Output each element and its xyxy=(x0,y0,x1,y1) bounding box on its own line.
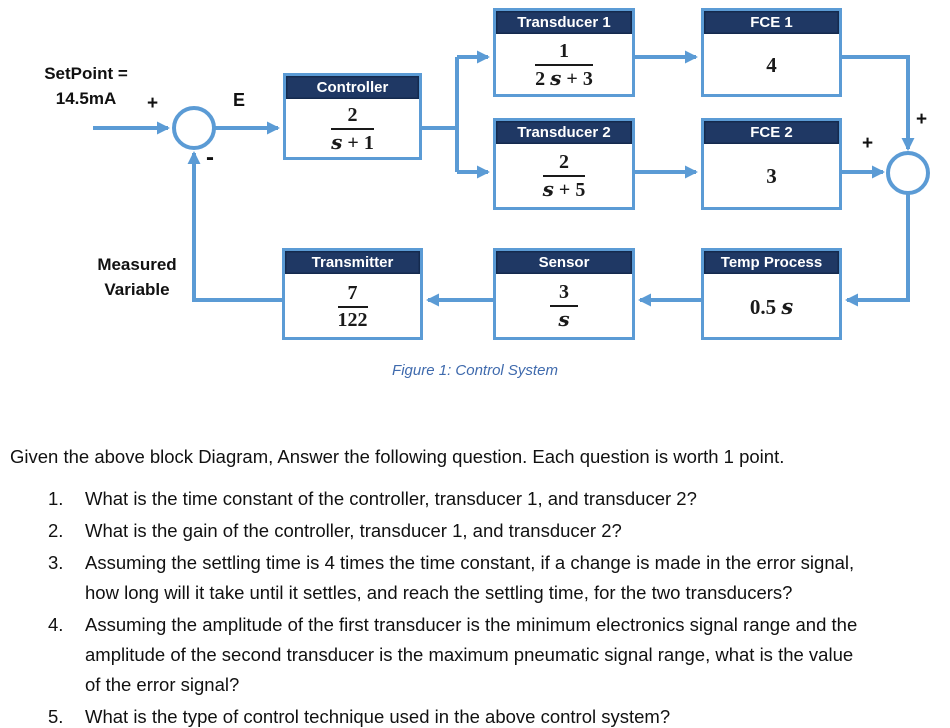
question-3-text-line1: Assuming the settling time is 4 times th… xyxy=(85,552,855,573)
fce1-gain: 4 xyxy=(766,52,777,77)
block-temp-process: Temp Process 0.5 s xyxy=(701,248,842,340)
question-5-number: 5. xyxy=(48,706,64,727)
setpoint-label-line2: 14.5mA xyxy=(55,89,117,108)
block-sensor: Sensor 3 s xyxy=(493,248,635,340)
summing-junction-left xyxy=(172,106,216,150)
question-1-number: 1. xyxy=(48,488,64,509)
wire-transmitter-to-sum1 xyxy=(187,151,282,302)
diagram-wires xyxy=(93,50,930,307)
question-4-text-line2: amplitude of the second transducer is th… xyxy=(85,644,854,665)
block-transducer1-title: Transducer 1 xyxy=(496,11,632,36)
question-4: 4. Assuming the amplitude of the first t… xyxy=(48,610,938,700)
figure-caption: Figure 1: Control System xyxy=(392,362,558,379)
error-signal-label: E xyxy=(233,90,246,110)
question-4-text-line3: of the error signal? xyxy=(85,674,240,695)
question-5-text: What is the type of control technique us… xyxy=(85,706,671,727)
block-transducer1: Transducer 1 1 2 s + 3 xyxy=(493,8,635,97)
block-transducer2: Transducer 2 2 s + 5 xyxy=(493,118,635,210)
wire-fce1-to-sum2 xyxy=(842,55,915,151)
block-controller-title: Controller xyxy=(286,76,419,101)
question-3-number: 3. xyxy=(48,552,64,573)
question-1: 1. What is the time constant of the cont… xyxy=(48,484,938,514)
measured-variable-line2: Variable xyxy=(104,280,170,299)
controller-transfer-function: 2 s + 1 xyxy=(331,103,374,154)
measured-variable-line1: Measured xyxy=(97,255,177,274)
questions-intro: Given the above block Diagram, Answer th… xyxy=(10,446,785,467)
block-transmitter: Transmitter 7 122 xyxy=(282,248,423,340)
sensor-transfer-function: 3 s xyxy=(550,281,578,332)
transducer2-transfer-function: 2 s + 5 xyxy=(542,151,586,201)
block-diagram: Controller 2 s + 1 Transducer 1 1 2 s + … xyxy=(30,8,930,379)
sum1-minus-sign: - xyxy=(206,144,214,171)
question-2-text: What is the gain of the controller, tran… xyxy=(85,520,622,541)
transducer1-transfer-function: 1 2 s + 3 xyxy=(535,39,593,90)
sum2-plus-top-sign: + xyxy=(916,109,928,130)
block-fce2-title: FCE 2 xyxy=(704,121,839,146)
block-sensor-title: Sensor xyxy=(496,251,632,276)
question-1-text: What is the time constant of the control… xyxy=(85,488,697,509)
question-2: 2. What is the gain of the controller, t… xyxy=(48,516,938,546)
measured-variable-label: Measured Variable xyxy=(86,252,188,302)
sum1-plus-sign: + xyxy=(147,93,159,114)
setpoint-label-line1: SetPoint = xyxy=(44,64,128,83)
question-4-text-line1: Assuming the amplitude of the first tran… xyxy=(85,614,858,635)
block-controller: Controller 2 s + 1 xyxy=(283,73,422,160)
question-3-text-line2: how long will it take until it settles, … xyxy=(85,582,793,603)
block-transmitter-title: Transmitter xyxy=(285,251,420,276)
block-transducer2-title: Transducer 2 xyxy=(496,121,632,146)
question-2-number: 2. xyxy=(48,520,64,541)
summing-junction-right xyxy=(886,151,930,195)
block-temp-process-title: Temp Process xyxy=(704,251,839,276)
sum2-plus-left-sign: + xyxy=(862,133,874,154)
block-fce2: FCE 2 3 xyxy=(701,118,842,210)
question-5: 5. What is the type of control technique… xyxy=(48,702,938,728)
temp-process-transfer-function: 0.5 s xyxy=(749,293,794,319)
question-4-number: 4. xyxy=(48,614,64,635)
fce2-gain: 3 xyxy=(766,164,777,188)
wire-sum2-to-tempprocess xyxy=(845,194,910,307)
transmitter-transfer-function: 7 122 xyxy=(337,281,368,331)
question-3: 3. Assuming the settling time is 4 times… xyxy=(48,548,938,608)
block-fce1: FCE 1 4 xyxy=(701,8,842,97)
setpoint-label: SetPoint = 14.5mA xyxy=(30,61,142,111)
block-fce1-title: FCE 1 xyxy=(704,11,839,36)
questions-list: 1. What is the time constant of the cont… xyxy=(48,484,938,728)
